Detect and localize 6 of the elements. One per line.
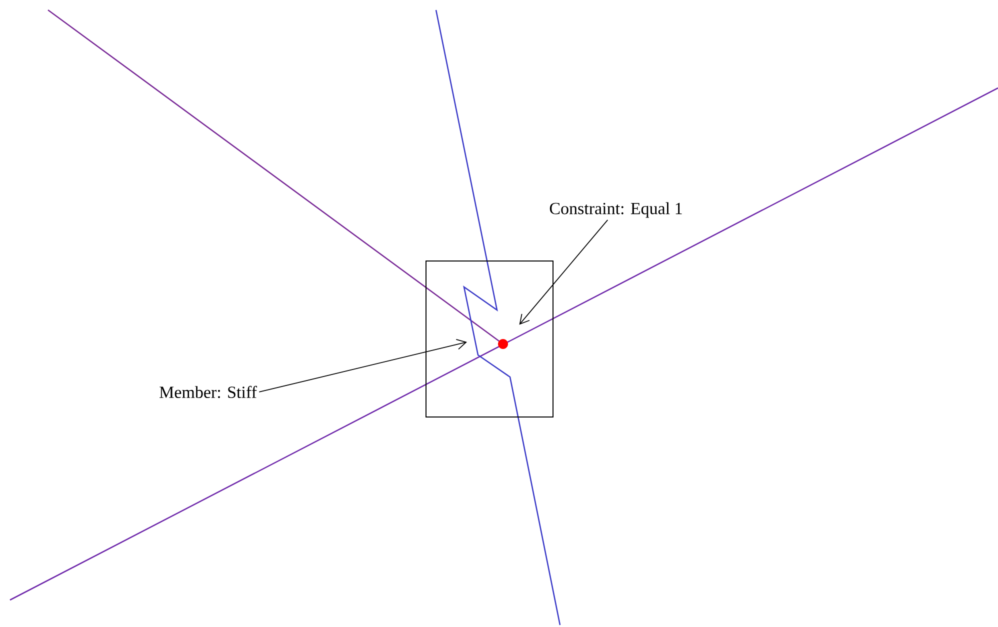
joint-dot (498, 339, 508, 349)
callout-text: Member: Stiff (160, 386, 257, 398)
leader-line (258, 339, 467, 392)
leader-line (519, 219, 608, 325)
callout-text: Constraint: Equal 1 (550, 202, 682, 218)
detail-frame (426, 260, 554, 418)
